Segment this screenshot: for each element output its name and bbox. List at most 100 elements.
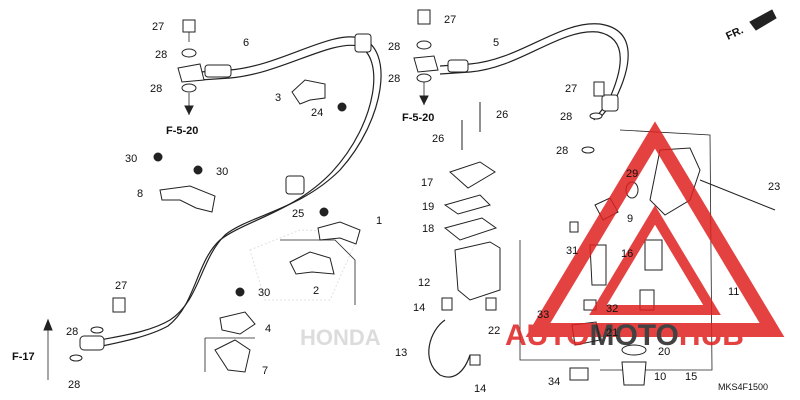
washer-28-h (581, 146, 595, 154)
clip-14a (441, 297, 453, 311)
reservoir-hose-13 (428, 319, 471, 378)
watermark-part2: MOTO (589, 319, 678, 352)
callout-28g: 28 (560, 111, 572, 123)
watermark: AUTOMOTOHUB (505, 121, 785, 352)
callout-32: 32 (606, 303, 618, 315)
callout-27d: 27 (565, 83, 577, 95)
callout-20: 20 (658, 346, 670, 358)
clamp-2 (289, 251, 335, 275)
arrow-down-icon (184, 105, 194, 116)
ref-f-17[interactable]: F-17 (12, 351, 35, 363)
washer-28-f (416, 73, 432, 83)
boot-10 (621, 361, 647, 386)
callout-21: 21 (606, 327, 618, 339)
watermark-inner-triangle (589, 205, 721, 315)
clip-31 (569, 221, 579, 233)
callout-10: 10 (654, 371, 666, 383)
callout-3: 3 (275, 92, 281, 104)
callout-23: 23 (768, 181, 780, 193)
clamp-3 (291, 79, 326, 105)
bolt-24 (337, 102, 347, 112)
callout-14b: 14 (474, 383, 486, 395)
hose-fitting-left (204, 64, 232, 78)
washer-28-lower (181, 83, 197, 93)
reservoir-12 (454, 241, 501, 301)
callout-28e: 28 (388, 41, 400, 53)
callout-30a: 30 (125, 153, 137, 165)
hose-fitting-right (447, 59, 469, 73)
diagram-code: MKS4F1500 (718, 382, 768, 392)
callout-2: 2 (313, 285, 319, 297)
callout-18: 18 (422, 223, 434, 235)
callout-30c: 30 (258, 287, 270, 299)
pin-34 (569, 367, 589, 381)
callout-4: 4 (265, 323, 271, 335)
callout-28f: 28 (388, 73, 400, 85)
callout-31: 31 (566, 245, 578, 257)
push-rod-16 (589, 244, 607, 286)
callout-26a: 26 (496, 109, 508, 121)
seal-20 (621, 344, 647, 356)
diaphragm-18 (443, 217, 498, 241)
watermark-part3: HUB (679, 319, 744, 352)
bolt-30c (235, 287, 245, 297)
ref-f-5-20-right[interactable]: F-5-20 (402, 112, 434, 124)
callout-28d: 28 (68, 379, 80, 391)
callout-30b: 30 (216, 166, 228, 178)
callout-7: 7 (262, 365, 268, 377)
background-honda-logo: HONDA (249, 229, 381, 350)
bolt-27-right (593, 81, 605, 97)
hose-grommet (285, 175, 305, 195)
callout-labels: 27 28 6 28 3 24 30 30 8 25 1 2 30 27 28 … (66, 14, 780, 395)
master-cylinder-group (428, 161, 501, 378)
ref-f-5-20-left[interactable]: F-5-20 (166, 125, 198, 137)
callout-19: 19 (422, 201, 434, 213)
background-logo-text: HONDA (300, 325, 381, 350)
hose-fitting-lower (79, 335, 105, 351)
watermark-triangle (525, 121, 785, 337)
front-direction-indicator: FR. (724, 9, 777, 43)
washer-28-top (181, 48, 197, 58)
bolt-27-top (182, 19, 196, 33)
callout-13: 13 (395, 347, 407, 359)
watermark-text: AUTOMOTOHUB (505, 319, 744, 352)
bolt-27-top-right (417, 9, 431, 25)
washer-28-c (90, 326, 104, 334)
callout-16: 16 (621, 248, 633, 260)
callout-28b: 28 (150, 83, 162, 95)
right-brake-hose (439, 23, 629, 121)
callout-28a: 28 (155, 49, 167, 61)
washer-28-e (416, 40, 432, 50)
front-label: FR. (724, 24, 745, 42)
callout-15: 15 (685, 371, 697, 383)
callout-28c: 28 (66, 326, 78, 338)
callout-24: 24 (311, 107, 323, 119)
callout-11: 11 (728, 286, 739, 298)
callout-12: 12 (418, 277, 430, 289)
callout-1: 1 (376, 215, 382, 227)
bolt-30b (193, 165, 203, 175)
banjo-fitting-right (413, 55, 439, 73)
bolt-23 (699, 179, 776, 211)
callout-33: 33 (537, 309, 549, 321)
clamp-8 (159, 185, 216, 213)
arrow-down-icon-2 (419, 95, 429, 106)
clamp-7 (214, 339, 251, 373)
bolt-30a (153, 152, 163, 162)
arrow-up-icon (43, 318, 53, 331)
callout-22: 22 (488, 325, 500, 337)
front-arrow-icon (749, 9, 777, 31)
left-hardware (69, 19, 361, 373)
washer-28-g (589, 112, 603, 120)
callout-9: 9 (627, 213, 633, 225)
left-brake-hose (79, 33, 382, 351)
bolt-27-lower (112, 297, 126, 313)
reservoir-cap-17 (449, 161, 496, 189)
callout-28h: 28 (556, 145, 568, 157)
bolt-22 (485, 297, 497, 311)
clamp-1 (317, 221, 361, 245)
washer-28-d (69, 354, 83, 362)
hose-fitting-right-lower (601, 94, 619, 112)
callout-8: 8 (137, 188, 143, 200)
